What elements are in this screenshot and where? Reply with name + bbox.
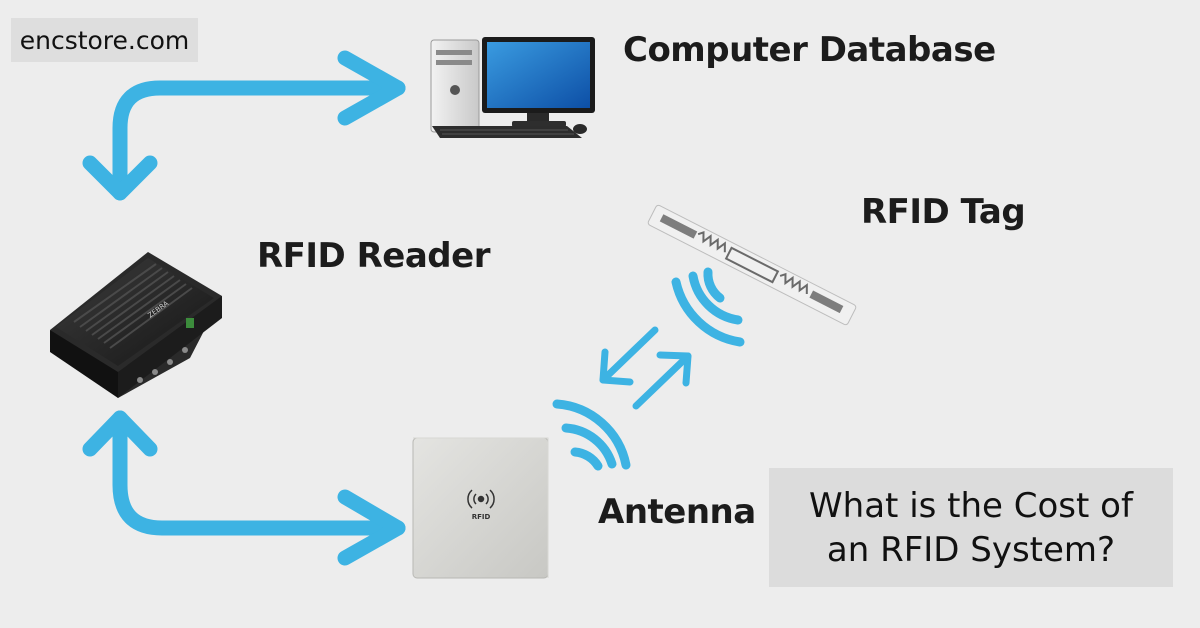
arrow-reader-computer xyxy=(82,50,406,201)
headline-line-1: What is the Cost of xyxy=(809,485,1133,526)
label-rfid-reader: RFID Reader xyxy=(257,236,490,276)
rfid-tag-icon xyxy=(647,204,857,326)
headline-line-2: an RFID System? xyxy=(826,529,1116,570)
arrow-antenna-to-tag xyxy=(632,351,692,410)
label-computer-database: Computer Database xyxy=(623,30,996,70)
arrow-tag-to-antenna xyxy=(599,326,659,386)
tag-signal-waves xyxy=(671,267,745,347)
arrow-reader-antenna xyxy=(82,410,406,566)
headline-box: What is the Cost of an RFID System? xyxy=(769,468,1173,587)
computer-icon xyxy=(430,37,595,138)
label-rfid-tag: RFID Tag xyxy=(861,192,1026,232)
rfid-reader-icon: ZEBRA xyxy=(50,252,222,398)
antenna-signal-waves xyxy=(552,399,631,471)
antenna-logo-text: RFID xyxy=(472,513,491,521)
antenna-icon: RFID xyxy=(412,437,549,579)
rfid-logo-icon xyxy=(467,489,495,509)
watermark-badge: encstore.com xyxy=(11,18,198,62)
label-antenna: Antenna xyxy=(598,492,756,532)
